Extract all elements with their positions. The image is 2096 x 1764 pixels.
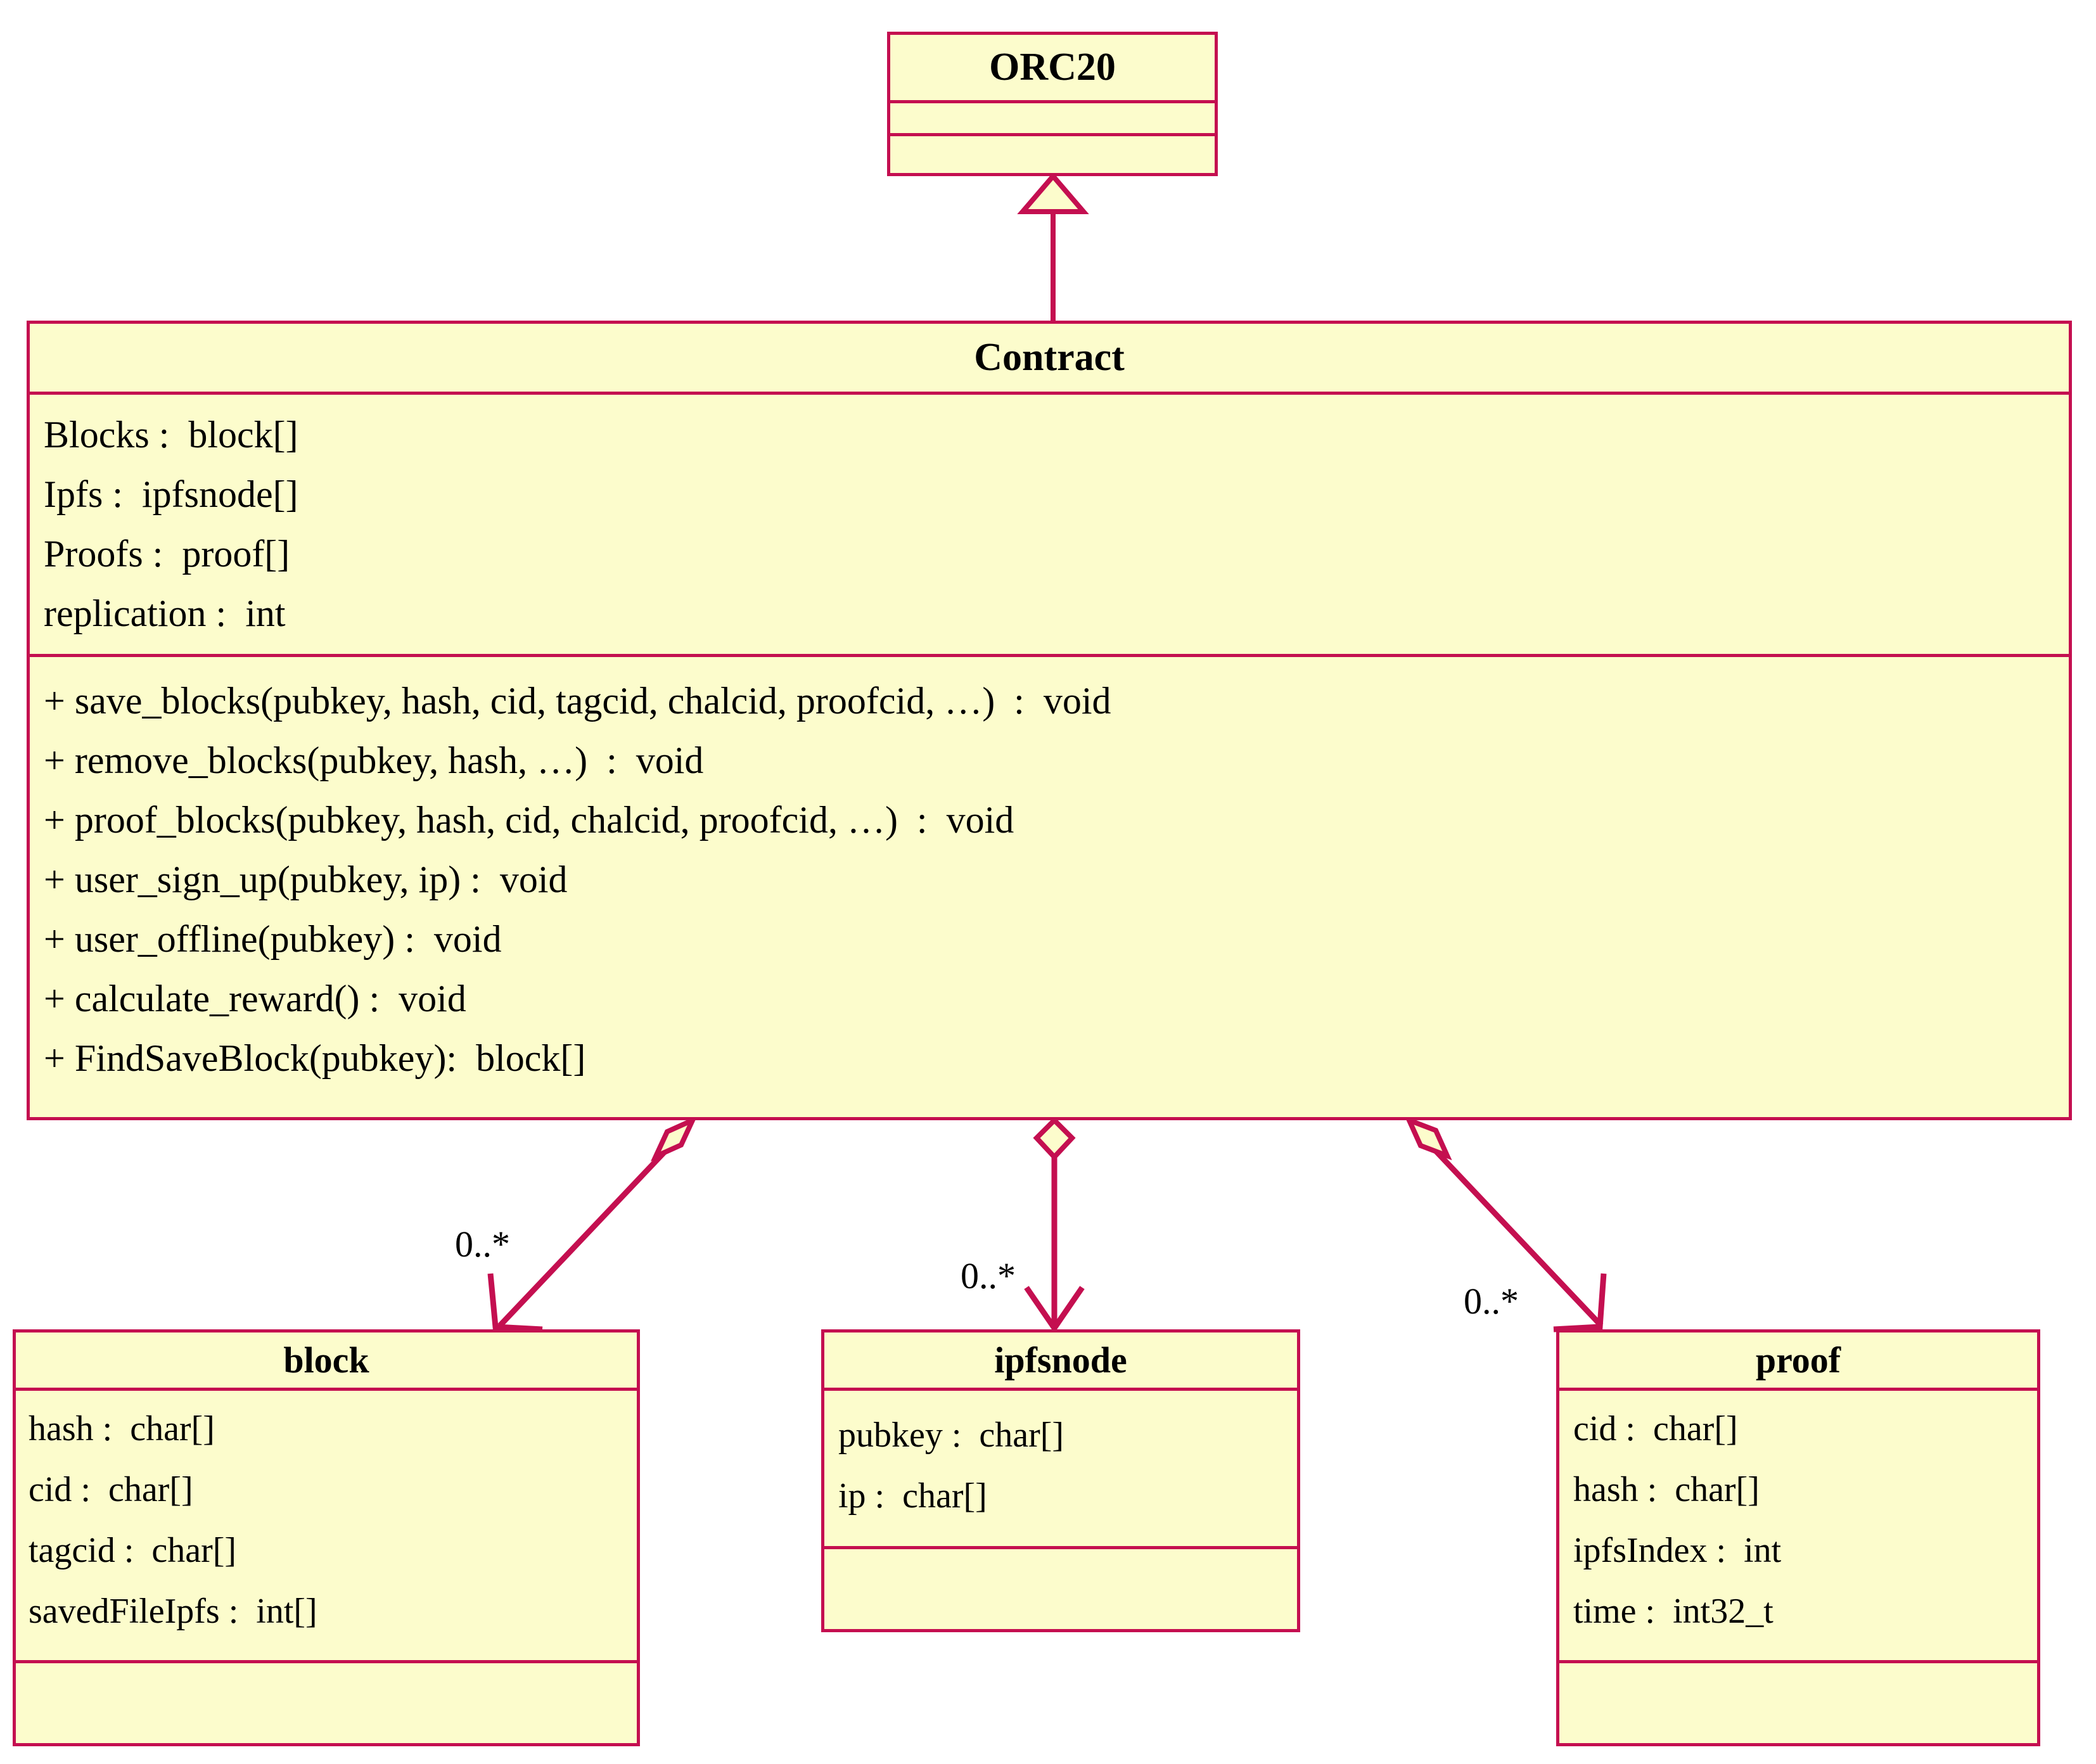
- member-line: ipfsIndex : int: [1573, 1531, 1782, 1570]
- class-name-contract: Contract: [30, 324, 2069, 395]
- class-operations-contract: + save_blocks(pubkey, hash, cid, tagcid,…: [30, 657, 2069, 1117]
- aggregation-line: [497, 1139, 677, 1328]
- class-operations-block: [16, 1663, 637, 1743]
- member-line: pubkey : char[]: [838, 1416, 1064, 1455]
- open-arrowhead-icon: [1553, 1273, 1607, 1333]
- multiplicity-label-proof: 0..*: [1464, 1281, 1519, 1322]
- member-line: replication : int: [44, 592, 286, 634]
- class-name-orc20: ORC20: [890, 35, 1215, 103]
- class-operations-orc20: [890, 136, 1215, 173]
- open-arrowhead-icon: [487, 1273, 543, 1333]
- member-line: + proof_blocks(pubkey, hash, cid, chalci…: [44, 799, 1014, 841]
- class-name-block: block: [16, 1333, 637, 1391]
- class-box-contract[interactable]: Contract Blocks : block[] Ipfs : ipfsnode…: [27, 321, 2072, 1120]
- member-line: + user_offline(pubkey) : void: [44, 918, 502, 960]
- class-name-proof: proof: [1559, 1333, 2037, 1391]
- generalization-contract-orc20: [1017, 172, 1089, 321]
- member-line: Ipfs : ipfsnode[]: [44, 473, 298, 515]
- class-attributes-block: hash : char[] cid : char[] tagcid : char[]…: [16, 1391, 637, 1663]
- class-name-ipfsnode: ipfsnode: [824, 1333, 1297, 1391]
- member-line: hash : char[]: [1573, 1470, 1760, 1509]
- class-operations-ipfsnode: [824, 1549, 1297, 1629]
- class-box-ipfsnode[interactable]: ipfsnode pubkey : char[] ip : char[]: [821, 1329, 1300, 1632]
- member-line: cid : char[]: [29, 1470, 193, 1509]
- class-attributes-contract: Blocks : block[] Ipfs : ipfsnode[] Proofs …: [30, 395, 2069, 657]
- class-box-proof[interactable]: proof cid : char[] hash : char[] ipfsIndex…: [1556, 1329, 2040, 1746]
- aggregation-contract-block: [487, 1115, 698, 1333]
- member-line: hash : char[]: [29, 1409, 215, 1448]
- generalization-triangle-icon: [1017, 172, 1089, 214]
- aggregation-diamond-icon: [1404, 1115, 1452, 1161]
- member-line: ip : char[]: [838, 1476, 987, 1516]
- open-arrowhead-icon: [1024, 1286, 1085, 1333]
- aggregation-contract-ipfsnode: [1024, 1116, 1085, 1333]
- member-line: Proofs : proof[]: [44, 533, 290, 575]
- member-line: + calculate_reward() : void: [44, 978, 466, 1019]
- member-line: + FindSaveBlock(pubkey): block[]: [44, 1037, 586, 1079]
- member-line: + user_sign_up(pubkey, ip) : void: [44, 859, 568, 900]
- class-attributes-orc20: [890, 103, 1215, 136]
- class-box-block[interactable]: block hash : char[] cid : char[] tagcid : …: [13, 1329, 640, 1746]
- class-box-orc20[interactable]: ORC20: [887, 32, 1218, 176]
- multiplicity-label-ipfsnode: 0..*: [961, 1255, 1016, 1296]
- member-line: tagcid : char[]: [29, 1531, 237, 1570]
- class-attributes-proof: cid : char[] hash : char[] ipfsIndex : int…: [1559, 1391, 2037, 1663]
- member-line: savedFileIpfs : int[]: [29, 1592, 317, 1631]
- aggregation-diamond-icon: [650, 1115, 698, 1162]
- class-operations-proof: [1559, 1663, 2037, 1743]
- member-line: Blocks : block[]: [44, 414, 298, 456]
- member-line: + save_blocks(pubkey, hash, cid, tagcid,…: [44, 680, 1111, 722]
- member-line: time : int32_t: [1573, 1592, 1773, 1631]
- aggregation-diamond-icon: [1033, 1116, 1076, 1161]
- member-line: cid : char[]: [1573, 1409, 1738, 1448]
- member-line: + remove_blocks(pubkey, hash, …) : void: [44, 739, 704, 781]
- class-attributes-ipfsnode: pubkey : char[] ip : char[]: [824, 1391, 1297, 1549]
- multiplicity-label-block: 0..*: [455, 1224, 510, 1265]
